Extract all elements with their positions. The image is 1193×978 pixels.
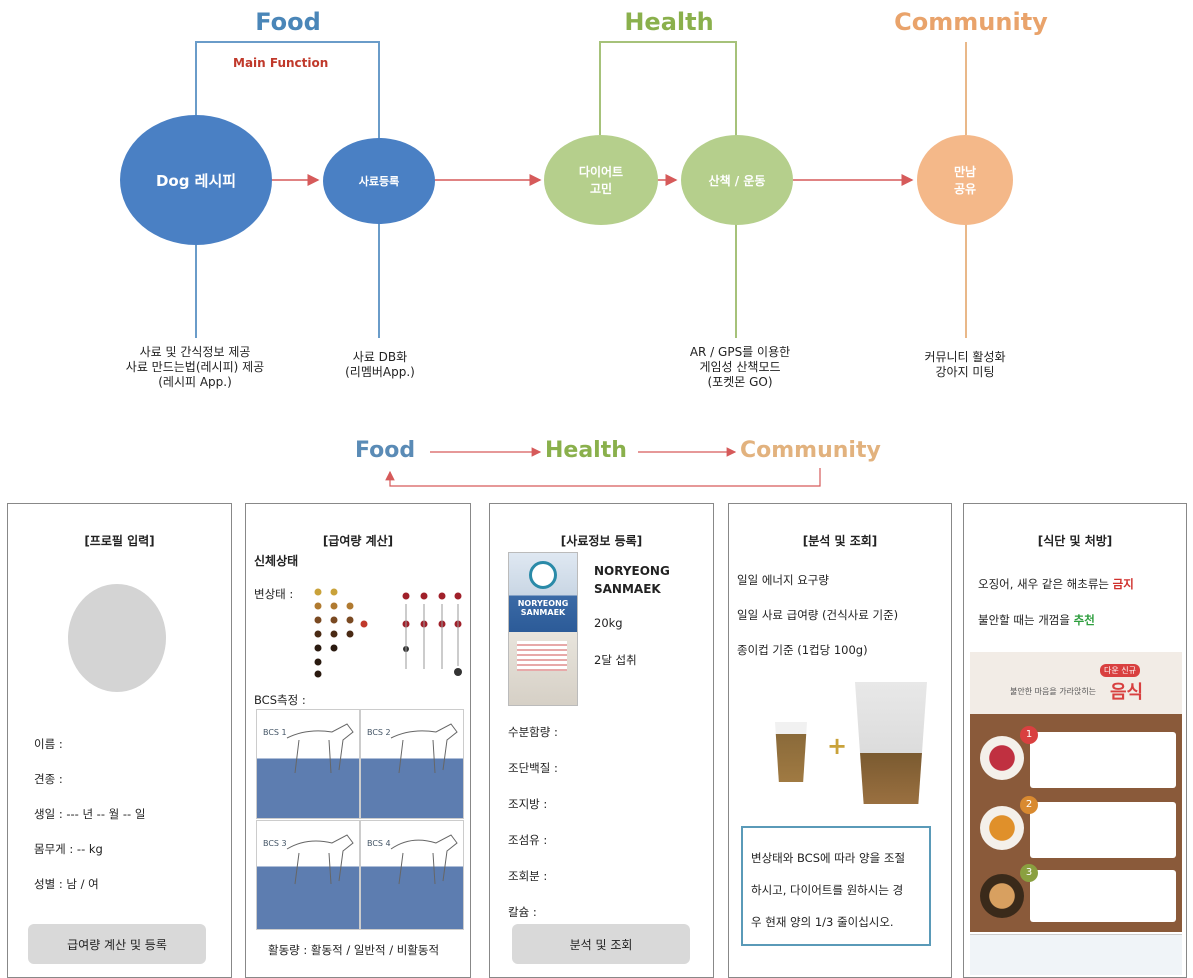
meet-caption: 커뮤니티 활성화 강아지 미팅 — [924, 350, 1006, 379]
ash-field[interactable]: 조회분 : — [508, 869, 548, 883]
feed-logo-icon — [529, 561, 557, 589]
step-2-badge: 2 — [1020, 796, 1038, 814]
feed-package-stripes — [517, 641, 567, 671]
dog-outline-icon — [390, 723, 458, 774]
bcs-label: BCS측정 : — [254, 693, 306, 707]
feed-brand: NORYEONG SANMAEK — [594, 564, 670, 596]
large-cup-image — [855, 682, 927, 804]
bcs-1-label: BCS 1 — [263, 728, 287, 737]
fiber-field[interactable]: 조섬유 : — [508, 833, 548, 847]
stool-label: 변상태 : — [254, 587, 294, 601]
diet-recommend-text: 불안할 때는 개껌을 — [978, 613, 1074, 627]
diet-panel: [식단 및 처방] 오징어, 새우 같은 해초류는 금지 불안할 때는 개껌을 … — [963, 503, 1187, 978]
profile-title: [프로필 입력] — [84, 534, 155, 548]
community-header: Community — [894, 8, 1048, 36]
dog-outline-icon — [286, 723, 354, 774]
feedinfo-title: [사료정보 등록] — [560, 534, 643, 548]
flow-community: Community — [740, 438, 881, 463]
poster-card-3: 3 — [1020, 864, 1176, 922]
plus-sign: + — [827, 732, 848, 760]
advice-line-2: 하시고, 다이어트를 원하시는 경 — [751, 883, 904, 897]
protein-field[interactable]: 조단백질 : — [508, 761, 558, 775]
bcs-chart-3: BCS 3 — [256, 820, 360, 930]
flow-food: Food — [355, 438, 416, 463]
poster-card-2: 2 — [1020, 796, 1176, 858]
flow-health: Health — [545, 438, 627, 463]
calc-panel: [급여량 계산] 신체상태 변상태 : BCS측정 : BCS 1 BCS 2 … — [245, 503, 471, 978]
moisture-field[interactable]: 수분함량 : — [508, 725, 558, 739]
profile-panel: [프로필 입력] 이름 : 견종 : 생일 : --- 년 -- 월 -- 일 … — [7, 503, 232, 978]
feed-register-caption: 사료 DB화 (리멤버App.) — [345, 350, 415, 379]
calcium-field[interactable]: 칼슘 : — [508, 905, 537, 919]
daily-energy-line: 일일 에너지 요구량 — [737, 573, 829, 587]
health-header: Health — [624, 8, 714, 36]
daily-feed-line: 일일 사료 급여량 (건식사료 기준) — [737, 608, 899, 622]
paper-cup-line: 종이컵 기준 (1컵당 100g) — [737, 643, 868, 657]
feed-package-image[interactable]: NORYEONG SANMAEK — [508, 552, 578, 706]
walk-node: 산책 / 운동 — [681, 135, 793, 225]
food-plate-2 — [980, 806, 1024, 850]
dog-outline-icon — [286, 834, 354, 885]
poster-subtitle: 불안한 마음을 가라앉히는 — [1010, 687, 1097, 696]
bcs-2-label: BCS 2 — [367, 728, 391, 737]
bcs-4-label: BCS 4 — [367, 839, 391, 848]
body-status-label: 신체상태 — [254, 554, 299, 568]
diet-node: 다이어트 고민 — [544, 135, 658, 225]
stool-chart-icon — [314, 588, 462, 678]
analysis-title: [분석 및 조회] — [802, 534, 878, 548]
activity-selector[interactable]: 활동량 : 활동적 / 일반적 / 비활동적 — [268, 943, 440, 957]
gender-field[interactable]: 성별 : 남 / 여 — [34, 877, 99, 891]
diagram-connectors — [195, 41, 967, 338]
forbidden-highlight: 금지 — [1112, 577, 1134, 591]
step-3-badge: 3 — [1020, 864, 1038, 882]
step-1-badge: 1 — [1020, 726, 1038, 744]
advice-box: 변상태와 BCS에 따라 양을 조절 하시고, 다이어트를 원하시는 경 우 현… — [741, 826, 931, 946]
poster-card-1: 1 — [1020, 726, 1176, 788]
advice-line-3: 우 현재 양의 1/3 줄이십시오. — [751, 915, 894, 929]
diet-poster-image[interactable]: 다운 신규 불안한 마음을 가라앉히는 음식 1 2 3 — [970, 652, 1182, 932]
name-field[interactable]: 이름 : — [34, 737, 63, 751]
feed-register-node: 사료등록 — [323, 138, 435, 224]
analyze-button[interactable]: 분석 및 조회 — [512, 924, 690, 964]
walk-caption: AR / GPS를 이용한 게임성 산책모드 (포켓몬 GO) — [689, 345, 791, 389]
poster-badge: 다운 신규 — [1100, 664, 1140, 677]
fat-field[interactable]: 조지방 : — [508, 797, 548, 811]
diet-warning-text: 오징어, 새우 같은 해초류는 — [978, 577, 1113, 591]
small-cup-image — [775, 722, 807, 782]
food-plate-3 — [980, 874, 1024, 918]
calc-register-button[interactable]: 급여량 계산 및 등록 — [28, 924, 206, 964]
diet-warning-line: 오징어, 새우 같은 해초류는 금지 — [978, 576, 1134, 592]
bcs-chart-2: BCS 2 — [360, 709, 464, 819]
feedinfo-panel: [사료정보 등록] NORYEONG SANMAEK NORYEONG SANM… — [489, 503, 714, 978]
poster-title: 음식 — [1110, 682, 1144, 703]
breed-field[interactable]: 견종 : — [34, 772, 63, 786]
bcs-3-label: BCS 3 — [263, 839, 287, 848]
feed-intake: 2달 섭취 — [594, 653, 637, 667]
meet-node: 만남 공유 — [917, 135, 1013, 225]
food-header: Food — [255, 8, 321, 36]
dog-recipe-node: Dog 레시피 — [120, 115, 272, 245]
food-plate-1 — [980, 736, 1024, 780]
analysis-panel: [분석 및 조회] 일일 에너지 요구량 일일 사료 급여량 (건식사료 기준)… — [728, 503, 952, 978]
feed-package-label: NORYEONG SANMAEK — [517, 599, 569, 617]
diet-recommend-line: 불안할 때는 개껌을 추천 — [978, 612, 1095, 628]
feed-weight: 20kg — [594, 616, 623, 630]
bcs-chart-1: BCS 1 — [256, 709, 360, 819]
birthday-field[interactable]: 생일 : --- 년 -- 월 -- 일 — [34, 807, 146, 821]
poster-footer — [970, 934, 1182, 975]
flow-arrows — [385, 447, 821, 487]
profile-photo-placeholder[interactable] — [68, 584, 166, 692]
main-function-label: Main Function — [233, 56, 329, 70]
dog-outline-icon — [390, 834, 458, 885]
bcs-chart-4: BCS 4 — [360, 820, 464, 930]
poster-header — [970, 652, 1182, 714]
weight-field[interactable]: 몸무게 : -- kg — [34, 842, 103, 856]
calc-title: [급여량 계산] — [322, 534, 394, 548]
diet-title: [식단 및 처방] — [1037, 534, 1113, 548]
advice-line-1: 변상태와 BCS에 따라 양을 조절 — [751, 851, 906, 865]
recommend-highlight: 추천 — [1073, 613, 1095, 627]
dog-recipe-caption: 사료 및 간식정보 제공 사료 만드는법(레시피) 제공 (레시피 App.) — [125, 345, 265, 389]
